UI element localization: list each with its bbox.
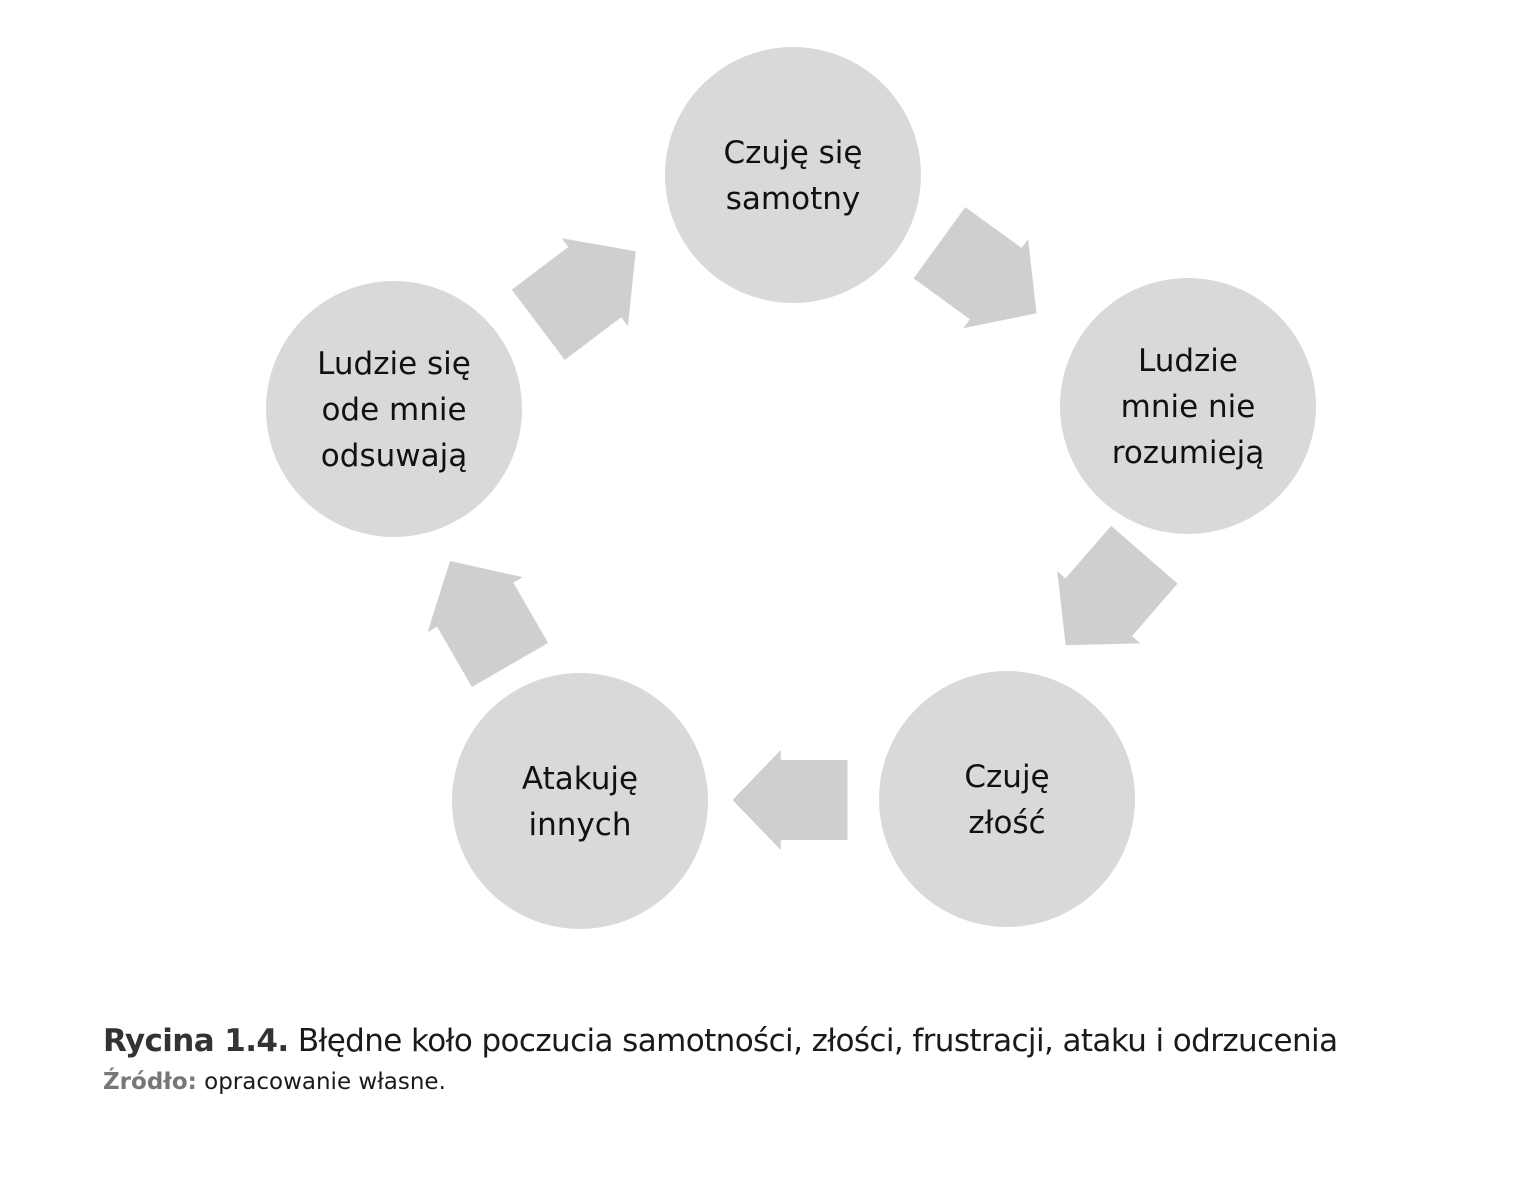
node-atakuje: Atakuję innych — [452, 673, 708, 929]
caption-line: Rycina 1.4. Błędne koło poczucia samotno… — [103, 1018, 1483, 1064]
arrow-atakuje-to-odsuwaja — [427, 561, 549, 687]
node-label-line: Atakuję — [522, 761, 638, 797]
figure-caption: Rycina 1.4. Błędne koło poczucia samotno… — [103, 1018, 1483, 1100]
source-label: Źródło: — [103, 1069, 197, 1095]
arrow-samotny-to-nie-rozumieja — [913, 207, 1037, 329]
node-label-line: Ludzie się — [317, 346, 471, 382]
node-circle — [266, 281, 522, 537]
node-nie-rozumieja: Ludzie mnie nie rozumieją — [1060, 278, 1316, 534]
arrow-zlosc-to-atakuje — [732, 750, 848, 850]
node-label-line: odsuwają — [321, 438, 467, 474]
node-circle — [452, 673, 708, 929]
source-line: Źródło: opracowanie własne. — [103, 1064, 1483, 1100]
node-label-line: Czuję się — [724, 135, 863, 171]
node-circle — [665, 47, 921, 303]
arrow-nie-rozumieja-to-zlosc — [1057, 525, 1178, 646]
node-odsuwaja: Ludzie się ode mnie odsuwają — [266, 281, 522, 537]
node-circle — [1060, 278, 1316, 534]
node-label-line: rozumieją — [1112, 435, 1264, 471]
node-label-line: Ludzie — [1138, 343, 1238, 379]
node-label-line: innych — [529, 807, 632, 843]
arrow-odsuwaja-to-samotny — [511, 238, 636, 360]
node-label-line: Czuję — [964, 759, 1049, 795]
node-circle — [879, 671, 1135, 927]
source-text: opracowanie własne. — [196, 1069, 446, 1095]
node-label-line: ode mnie — [321, 392, 466, 428]
node-label-line: samotny — [726, 181, 860, 217]
caption-label: Rycina 1.4. — [103, 1023, 289, 1059]
node-zlosc: Czuję złość — [879, 671, 1135, 927]
node-samotny: Czuję się samotny — [665, 47, 921, 303]
node-label-line: złość — [968, 805, 1045, 841]
caption-text: Błędne koło poczucia samotności, złości,… — [288, 1023, 1338, 1059]
node-label-line: mnie nie — [1121, 389, 1256, 425]
